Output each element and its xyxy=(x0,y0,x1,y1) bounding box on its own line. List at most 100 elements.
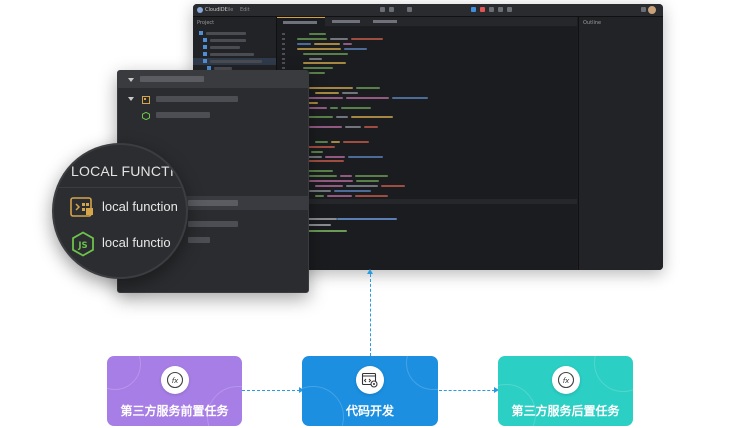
app-logo-icon xyxy=(197,7,203,13)
function-item-label: local function xyxy=(102,199,178,214)
code-line xyxy=(381,184,405,187)
code-line xyxy=(341,106,371,109)
folder-icon xyxy=(203,59,207,63)
panel-header-label xyxy=(140,76,204,82)
code-line xyxy=(309,126,342,129)
code-line xyxy=(315,91,339,94)
fx-function-icon: fx xyxy=(160,366,189,394)
code-line xyxy=(303,62,346,65)
menu-bar: File Edit xyxy=(225,5,255,15)
code-line xyxy=(336,116,348,119)
code-line xyxy=(351,116,393,119)
code-gear-icon xyxy=(356,366,384,394)
nodejs-icon: JS xyxy=(72,231,94,257)
code-line xyxy=(315,184,343,187)
flow-step-pre-task[interactable]: fx 第三方服务前置任务 xyxy=(107,356,242,426)
code-line xyxy=(330,106,338,109)
code-line xyxy=(303,160,344,163)
code-line xyxy=(297,37,327,40)
code-editor[interactable] xyxy=(277,27,577,199)
code-line xyxy=(309,106,327,109)
code-line xyxy=(346,96,389,99)
tree-label xyxy=(188,237,210,243)
code-line xyxy=(303,67,333,70)
code-line xyxy=(309,33,326,35)
flow-step-label: 第三方服务前置任务 xyxy=(120,404,229,418)
outline-pane-title: Outline xyxy=(583,20,602,26)
terminal-line xyxy=(297,230,347,232)
code-line xyxy=(297,42,311,45)
tree-item[interactable] xyxy=(193,44,276,51)
code-line xyxy=(309,72,325,75)
folder-icon xyxy=(203,45,207,49)
code-line xyxy=(346,184,378,187)
tree-item-selected[interactable] xyxy=(193,58,276,65)
code-line xyxy=(325,155,345,158)
code-line xyxy=(311,150,323,153)
code-line xyxy=(345,126,361,129)
code-line xyxy=(356,86,380,89)
code-line xyxy=(330,37,348,40)
tab-file[interactable] xyxy=(326,17,366,26)
project-pane-title: Project xyxy=(197,20,215,26)
flow-step-code-dev[interactable]: 代码开发 xyxy=(302,356,438,426)
magnifier-lens: LOCAL FUNCTIO local function JS local fu… xyxy=(52,143,188,279)
code-line xyxy=(297,155,322,158)
run-icon[interactable] xyxy=(471,7,476,12)
code-line xyxy=(315,140,328,143)
settings-icon[interactable] xyxy=(498,7,503,12)
app-brand: CloudIDE xyxy=(205,7,228,13)
tab-file[interactable] xyxy=(367,17,407,26)
expand-icon[interactable] xyxy=(128,97,134,101)
code-line xyxy=(303,170,333,173)
code-line xyxy=(309,86,353,89)
svg-text:fx: fx xyxy=(562,377,569,385)
forward-icon[interactable] xyxy=(389,7,394,12)
menu-file[interactable]: File xyxy=(225,7,234,13)
flow-step-label: 第三方服务后置任务 xyxy=(511,404,620,418)
code-line xyxy=(314,42,340,45)
notification-icon[interactable] xyxy=(641,7,646,12)
code-line xyxy=(356,180,379,182)
branch-icon[interactable] xyxy=(407,7,412,12)
collapse-icon[interactable] xyxy=(128,78,134,82)
tree-label xyxy=(188,221,238,227)
code-line xyxy=(364,126,378,129)
code-line xyxy=(309,180,353,182)
code-line xyxy=(334,189,371,192)
code-line xyxy=(309,57,322,60)
code-line xyxy=(303,96,343,99)
flow-step-label: 代码开发 xyxy=(345,404,394,418)
code-line xyxy=(392,96,428,99)
code-line xyxy=(344,47,367,50)
tree-item[interactable] xyxy=(193,65,276,72)
code-line xyxy=(355,175,388,178)
flow-arrow-right xyxy=(439,387,499,393)
code-line xyxy=(331,140,340,143)
menu-edit[interactable]: Edit xyxy=(239,7,250,13)
code-line xyxy=(297,145,335,148)
terminal-panel[interactable] xyxy=(277,204,577,270)
terminal-line xyxy=(297,218,337,220)
function-package-icon xyxy=(70,197,93,217)
flow-step-post-task[interactable]: fx 第三方服务后置任务 xyxy=(498,356,633,426)
more-icon[interactable] xyxy=(507,7,512,12)
function-item-label: local functio xyxy=(102,235,171,250)
tree-item[interactable] xyxy=(193,51,276,58)
code-line xyxy=(342,91,358,94)
code-line xyxy=(303,52,348,55)
tree-label xyxy=(156,112,210,118)
avatar[interactable] xyxy=(648,6,656,14)
tab-active-file[interactable] xyxy=(277,17,325,27)
outline-pane: Outline xyxy=(578,17,663,270)
tree-item[interactable] xyxy=(193,37,276,44)
terminal-line xyxy=(337,218,397,220)
tree-item[interactable] xyxy=(193,30,276,37)
editor-tabs xyxy=(277,17,577,27)
tree-label xyxy=(156,96,238,102)
code-line xyxy=(315,194,324,197)
stop-icon[interactable] xyxy=(480,7,485,12)
debug-icon[interactable] xyxy=(489,7,494,12)
back-icon[interactable] xyxy=(380,7,385,12)
code-line xyxy=(355,194,388,197)
